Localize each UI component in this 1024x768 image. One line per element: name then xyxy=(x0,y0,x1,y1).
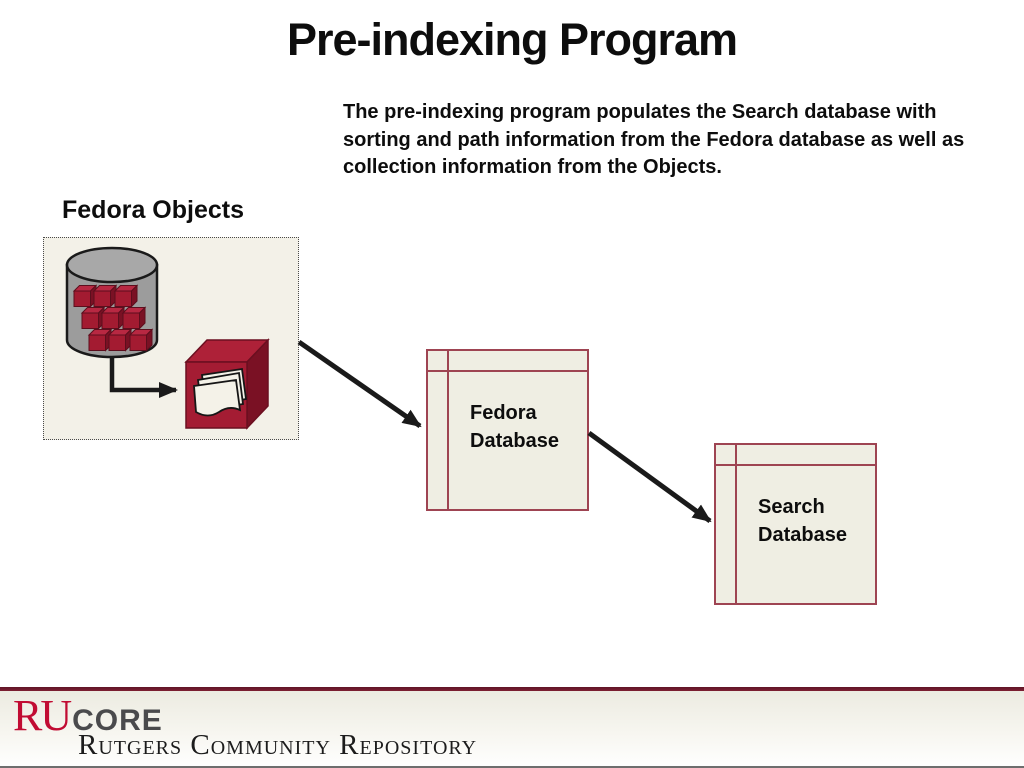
node-header-divider xyxy=(428,370,587,372)
footer-tagline: Rutgers Community Repository xyxy=(78,729,478,761)
flow-arrow-objects-to-fedora-db xyxy=(297,339,422,429)
fedora-database-node: Fedora Database xyxy=(426,349,589,511)
fedora-objects-panel xyxy=(43,237,299,440)
bottom-edge-line xyxy=(0,766,1024,768)
search-database-node: Search Database xyxy=(714,443,877,605)
node-header-divider xyxy=(716,464,875,466)
flow-arrow-fedora-db-to-search-db xyxy=(587,430,712,524)
footer-divider-rule xyxy=(0,687,1024,691)
page-title: Pre-indexing Program xyxy=(286,14,738,65)
logo-core-text: core xyxy=(72,704,163,737)
fedora-objects-label: Fedora Objects xyxy=(62,196,244,224)
footer-band xyxy=(0,691,1024,768)
node-side-divider xyxy=(447,351,449,509)
fedora-database-label: Fedora Database xyxy=(470,402,559,453)
search-database-label: Search Database xyxy=(758,496,847,547)
slide-description: The pre-indexing program populates the S… xyxy=(343,101,965,178)
logo-ru-text: RU xyxy=(13,691,72,740)
rucore-logo: RU core xyxy=(13,694,163,738)
node-side-divider xyxy=(735,445,737,603)
